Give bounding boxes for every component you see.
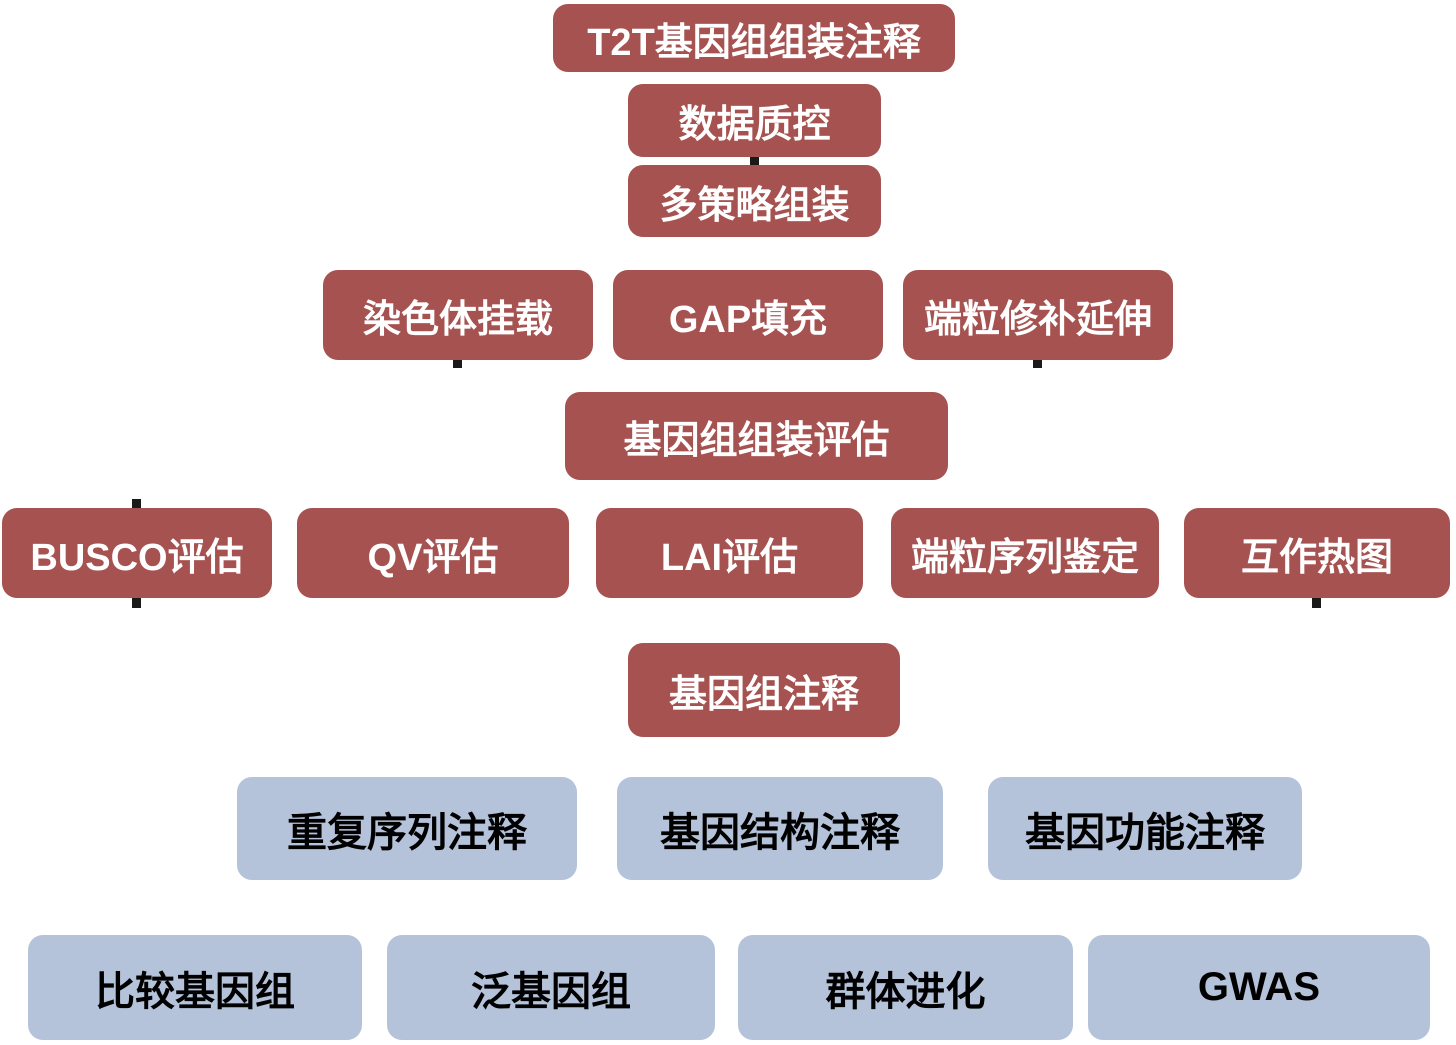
node-pan-genome: 泛基因组: [387, 935, 715, 1040]
connector-stub: [1312, 596, 1321, 608]
node-data-qc: 数据质控: [628, 84, 881, 157]
node-multi-strategy-assembly: 多策略组装: [628, 165, 881, 237]
node-interaction-heatmap: 互作热图: [1184, 508, 1450, 598]
node-t2t-genome-assembly-annotation: T2T基因组组装注释: [553, 4, 955, 72]
node-genome-assembly-evaluation: 基因组组装评估: [565, 392, 948, 480]
connector-stub: [132, 596, 141, 608]
node-qv-evaluation: QV评估: [297, 508, 569, 598]
node-repeat-sequence-annotation: 重复序列注释: [237, 777, 577, 880]
node-gene-function-annotation: 基因功能注释: [988, 777, 1302, 880]
node-gap-filling: GAP填充: [613, 270, 883, 360]
node-gene-structure-annotation: 基因结构注释: [617, 777, 943, 880]
connector-stub: [453, 358, 462, 368]
node-comparative-genomics: 比较基因组: [28, 935, 362, 1040]
node-genome-annotation: 基因组注释: [628, 643, 900, 737]
connector-stub: [132, 499, 141, 509]
node-telomere-sequence-identification: 端粒序列鉴定: [891, 508, 1159, 598]
node-lai-evaluation: LAI评估: [596, 508, 863, 598]
connector-stub: [1033, 358, 1042, 368]
node-gwas: GWAS: [1088, 935, 1430, 1040]
node-telomere-patching-extension: 端粒修补延伸: [903, 270, 1173, 360]
node-chromosome-anchoring: 染色体挂载: [323, 270, 593, 360]
connector-stub: [750, 157, 759, 167]
node-population-evolution: 群体进化: [738, 935, 1073, 1040]
node-busco-evaluation: BUSCO评估: [2, 508, 272, 598]
